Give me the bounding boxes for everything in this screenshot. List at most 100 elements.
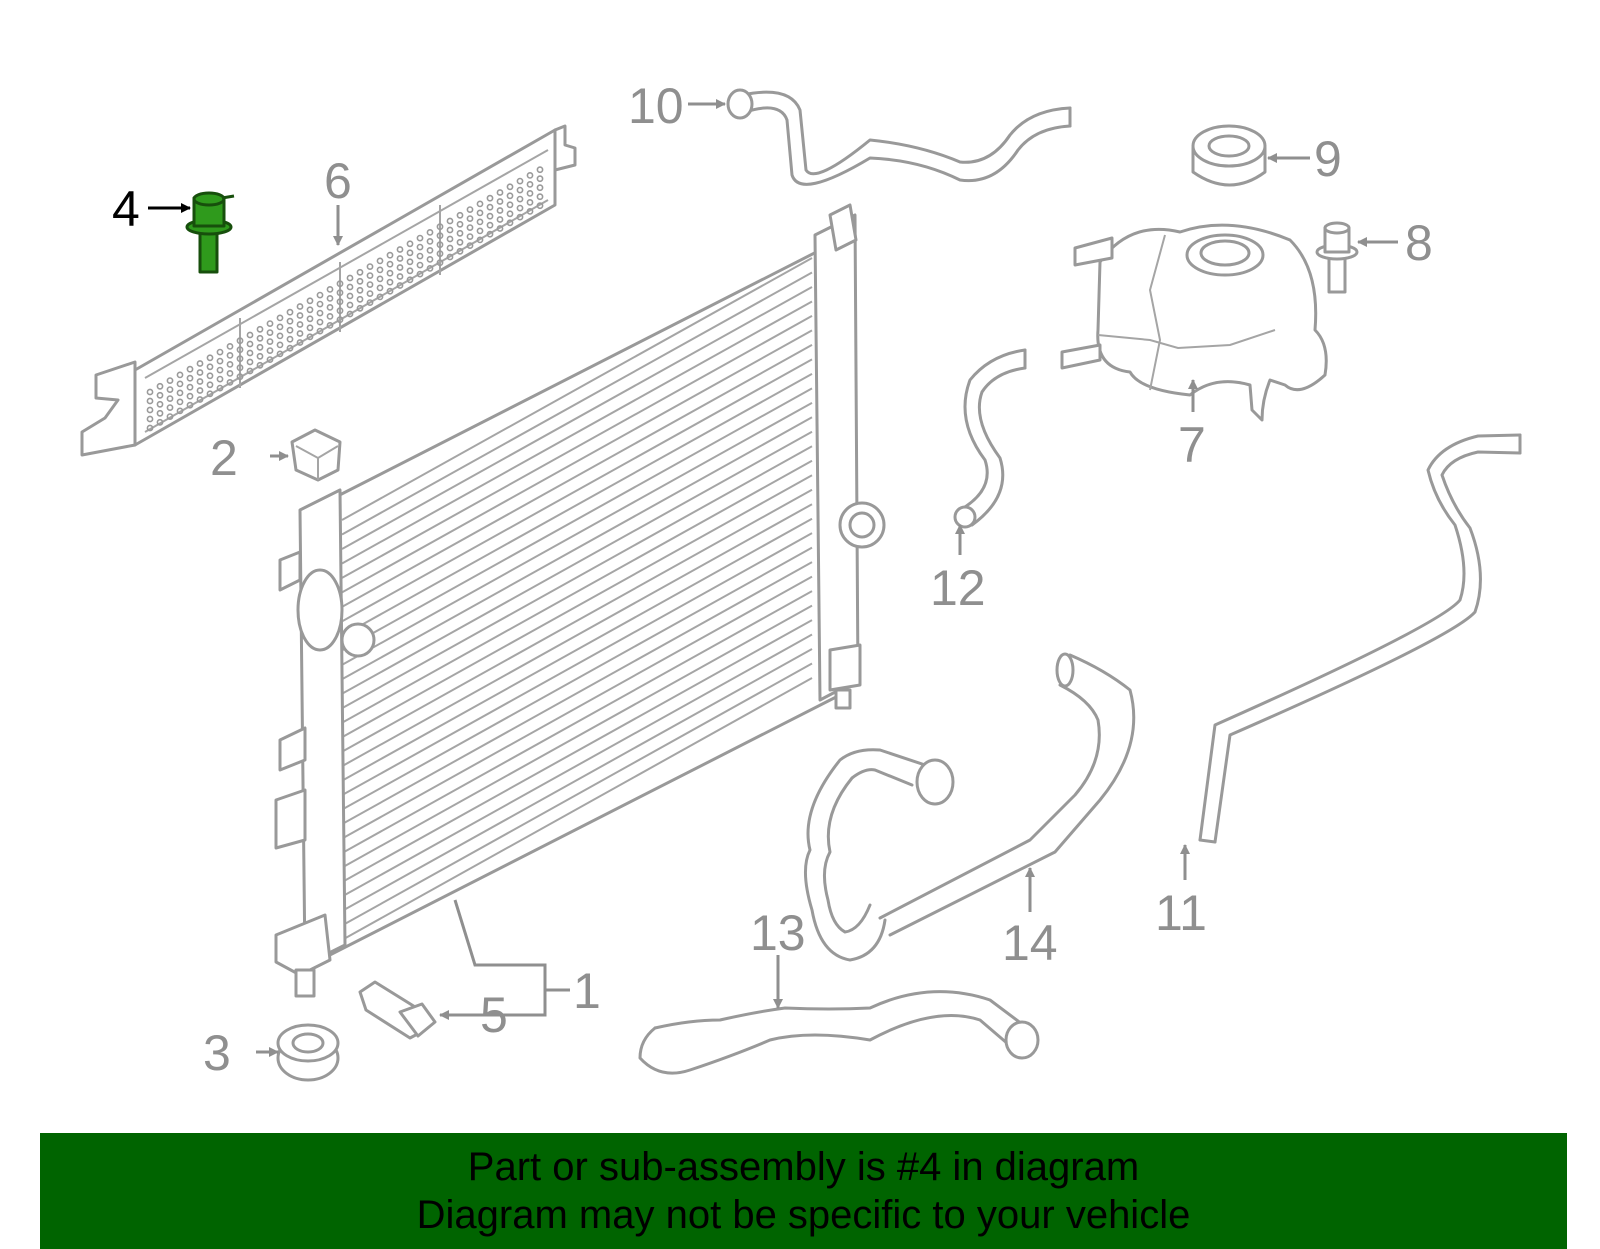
callout-12: 12: [930, 560, 986, 616]
radiator-fin: [341, 503, 813, 768]
deflector-hole: [446, 244, 454, 252]
deflector-hole: [316, 300, 324, 308]
deflector-hole: [226, 351, 234, 359]
deflector-hole: [536, 175, 544, 183]
deflector-hole: [246, 358, 254, 366]
deflector-hole: [526, 171, 534, 179]
deflector-hole: [286, 308, 294, 316]
deflector-hole: [376, 266, 384, 274]
deflector-hole: [446, 217, 454, 225]
deflector-hole: [396, 264, 404, 271]
deflector-hole: [476, 200, 484, 208]
deflector-hole: [326, 312, 334, 320]
deflector-hole: [396, 246, 404, 253]
radiator-fin: [341, 590, 813, 854]
radiator-fin: [341, 445, 813, 710]
deflector-hole: [536, 166, 544, 174]
deflector-hole: [296, 321, 304, 328]
deflector-hole: [216, 348, 224, 356]
deflector-hole: [366, 299, 374, 306]
callout-4: 4: [112, 181, 140, 237]
radiator-fin: [341, 648, 813, 912]
deflector-hole: [246, 349, 254, 357]
deflector-hole: [156, 382, 164, 390]
deflector-hole: [396, 273, 404, 280]
banner-line-1: Part or sub-assembly is #4 in diagram: [467, 1145, 1140, 1189]
deflector-hole: [216, 375, 224, 383]
deflector-hole: [456, 229, 464, 237]
callout-9: 9: [1314, 131, 1342, 187]
deflector-hole: [516, 177, 524, 185]
radiator-fin: [341, 488, 813, 753]
deflector-hole: [396, 255, 404, 262]
deflector-hole: [326, 285, 334, 293]
deflector-hole: [296, 339, 304, 346]
deflector-hole: [486, 221, 494, 229]
callout-10: 10: [628, 78, 684, 134]
deflector-hole: [176, 398, 184, 406]
deflector-hole: [346, 283, 354, 291]
deflector-hole: [206, 381, 214, 389]
deflector-hole: [296, 312, 304, 319]
deflector-hole: [436, 223, 444, 231]
reservoir-part: [1060, 223, 1328, 422]
deflector-hole: [226, 378, 234, 386]
deflector-hole: [456, 247, 464, 255]
hose-12: [953, 348, 1027, 529]
deflector-hole: [506, 219, 514, 227]
radiator-fin: [341, 344, 813, 608]
deflector-hole: [306, 297, 314, 305]
deflector-hole: [176, 389, 184, 397]
deflector-hole: [246, 331, 254, 339]
deflector-hole: [386, 260, 394, 268]
deflector-hole: [226, 342, 234, 350]
deflector-hole: [336, 280, 344, 288]
deflector-hole: [266, 329, 274, 336]
deflector-hole: [466, 206, 474, 213]
deflector-hole: [166, 386, 174, 393]
callout-3: 3: [203, 1025, 231, 1081]
deflector-hole: [296, 303, 304, 310]
deflector-hole: [316, 309, 324, 317]
deflector-hole: [406, 267, 414, 275]
deflector-hole: [256, 325, 264, 333]
deflector-hole: [486, 212, 494, 220]
radiator-fin: [341, 575, 813, 840]
deflector-hole: [216, 357, 224, 365]
deflector-hole: [476, 236, 484, 244]
deflector-hole: [156, 409, 164, 417]
deflector-hole: [476, 218, 484, 226]
callout-11: 11: [1155, 885, 1207, 941]
deflector-hole: [236, 337, 244, 345]
leader-lines: [148, 99, 1398, 1057]
sensor-part: [358, 980, 437, 1040]
banner-line-2: Diagram may not be specific to your vehi…: [416, 1193, 1191, 1237]
deflector-hole: [426, 264, 434, 272]
deflector-hole: [236, 364, 244, 372]
radiator-fin: [341, 286, 813, 550]
deflector-hole: [386, 278, 394, 286]
callout-6: 6: [324, 153, 352, 209]
deflector-hole: [266, 347, 274, 354]
clip-part: [290, 428, 342, 482]
deflector-hole: [146, 415, 154, 423]
deflector-hole: [276, 341, 284, 349]
deflector-hole: [256, 361, 264, 369]
deflector-hole: [206, 354, 214, 362]
deflector-hole: [286, 344, 294, 352]
deflector-hole: [406, 258, 414, 266]
deflector-hole: [176, 371, 184, 379]
radiator-fin: [341, 257, 813, 521]
deflector-hole: [306, 306, 314, 314]
deflector-hole: [286, 335, 294, 343]
parts-diagram: 1 2 3 4 5 6 7 8 9 10 11 12 13 14: [80, 78, 1522, 1082]
deflector-hole: [526, 189, 534, 197]
deflector-hole: [256, 334, 264, 342]
deflector-hole: [416, 261, 424, 269]
deflector-hole: [436, 241, 444, 249]
radiator-fin: [341, 358, 813, 623]
deflector-hole: [366, 272, 374, 279]
deflector-hole: [146, 424, 154, 432]
deflector-hole: [376, 275, 384, 283]
callout-8: 8: [1405, 215, 1433, 271]
